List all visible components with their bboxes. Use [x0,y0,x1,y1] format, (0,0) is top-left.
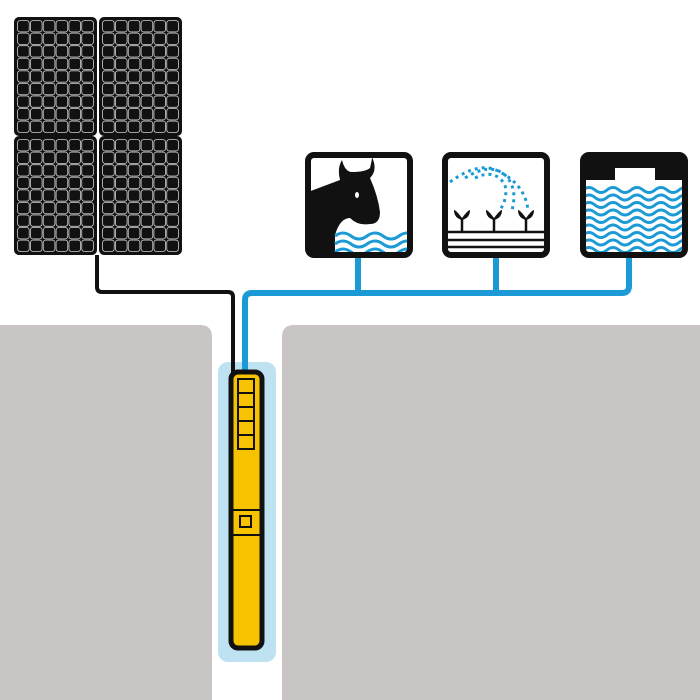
solar-module [14,17,97,136]
solar-module [99,17,182,136]
water-tank-icon [580,152,688,258]
ground [0,325,700,700]
solar-module [14,136,97,255]
water-pipe [242,256,632,375]
livestock-watering-icon [305,152,413,258]
solar-module [99,136,182,255]
power-cable [95,255,235,375]
irrigation-icon [442,152,550,258]
solar-panel-icon [14,17,182,255]
submersible-pump-icon [228,369,265,651]
